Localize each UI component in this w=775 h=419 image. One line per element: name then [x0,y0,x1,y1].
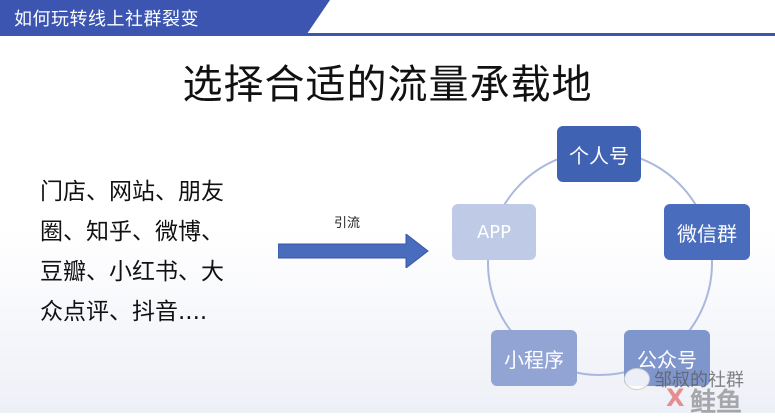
sources-line: 门店、网站、朋友 [40,179,224,205]
sources-line: 圈、知乎、微博、 [40,219,224,245]
arrow-label: 引流 [334,216,361,231]
slide-title: 选择合适的流量承载地 [182,62,593,108]
watermark-mark: X [666,384,685,412]
node-app: APP [452,204,536,260]
node-mini-program: 小程序 [491,330,577,386]
node-wechat-group: 微信群 [664,204,750,260]
right-arrow-icon [278,234,429,268]
sources-line: 众点评、抖音.... [40,299,208,325]
watermark-logo-icon [624,368,650,390]
header-band [0,0,330,34]
node-personal-account: 个人号 [557,126,641,182]
traffic-sources: 门店、网站、朋友 圈、知乎、微博、 豆瓣、小红书、大 众点评、抖音.... [40,172,270,332]
header-title: 如何玩转线上社群裂变 [14,9,199,30]
header-divider [0,33,775,36]
sources-line: 豆瓣、小红书、大 [40,259,224,285]
watermark-brand: 鲑鱼 [690,388,743,418]
watermark-text: 邹叔的社群 [654,370,744,391]
